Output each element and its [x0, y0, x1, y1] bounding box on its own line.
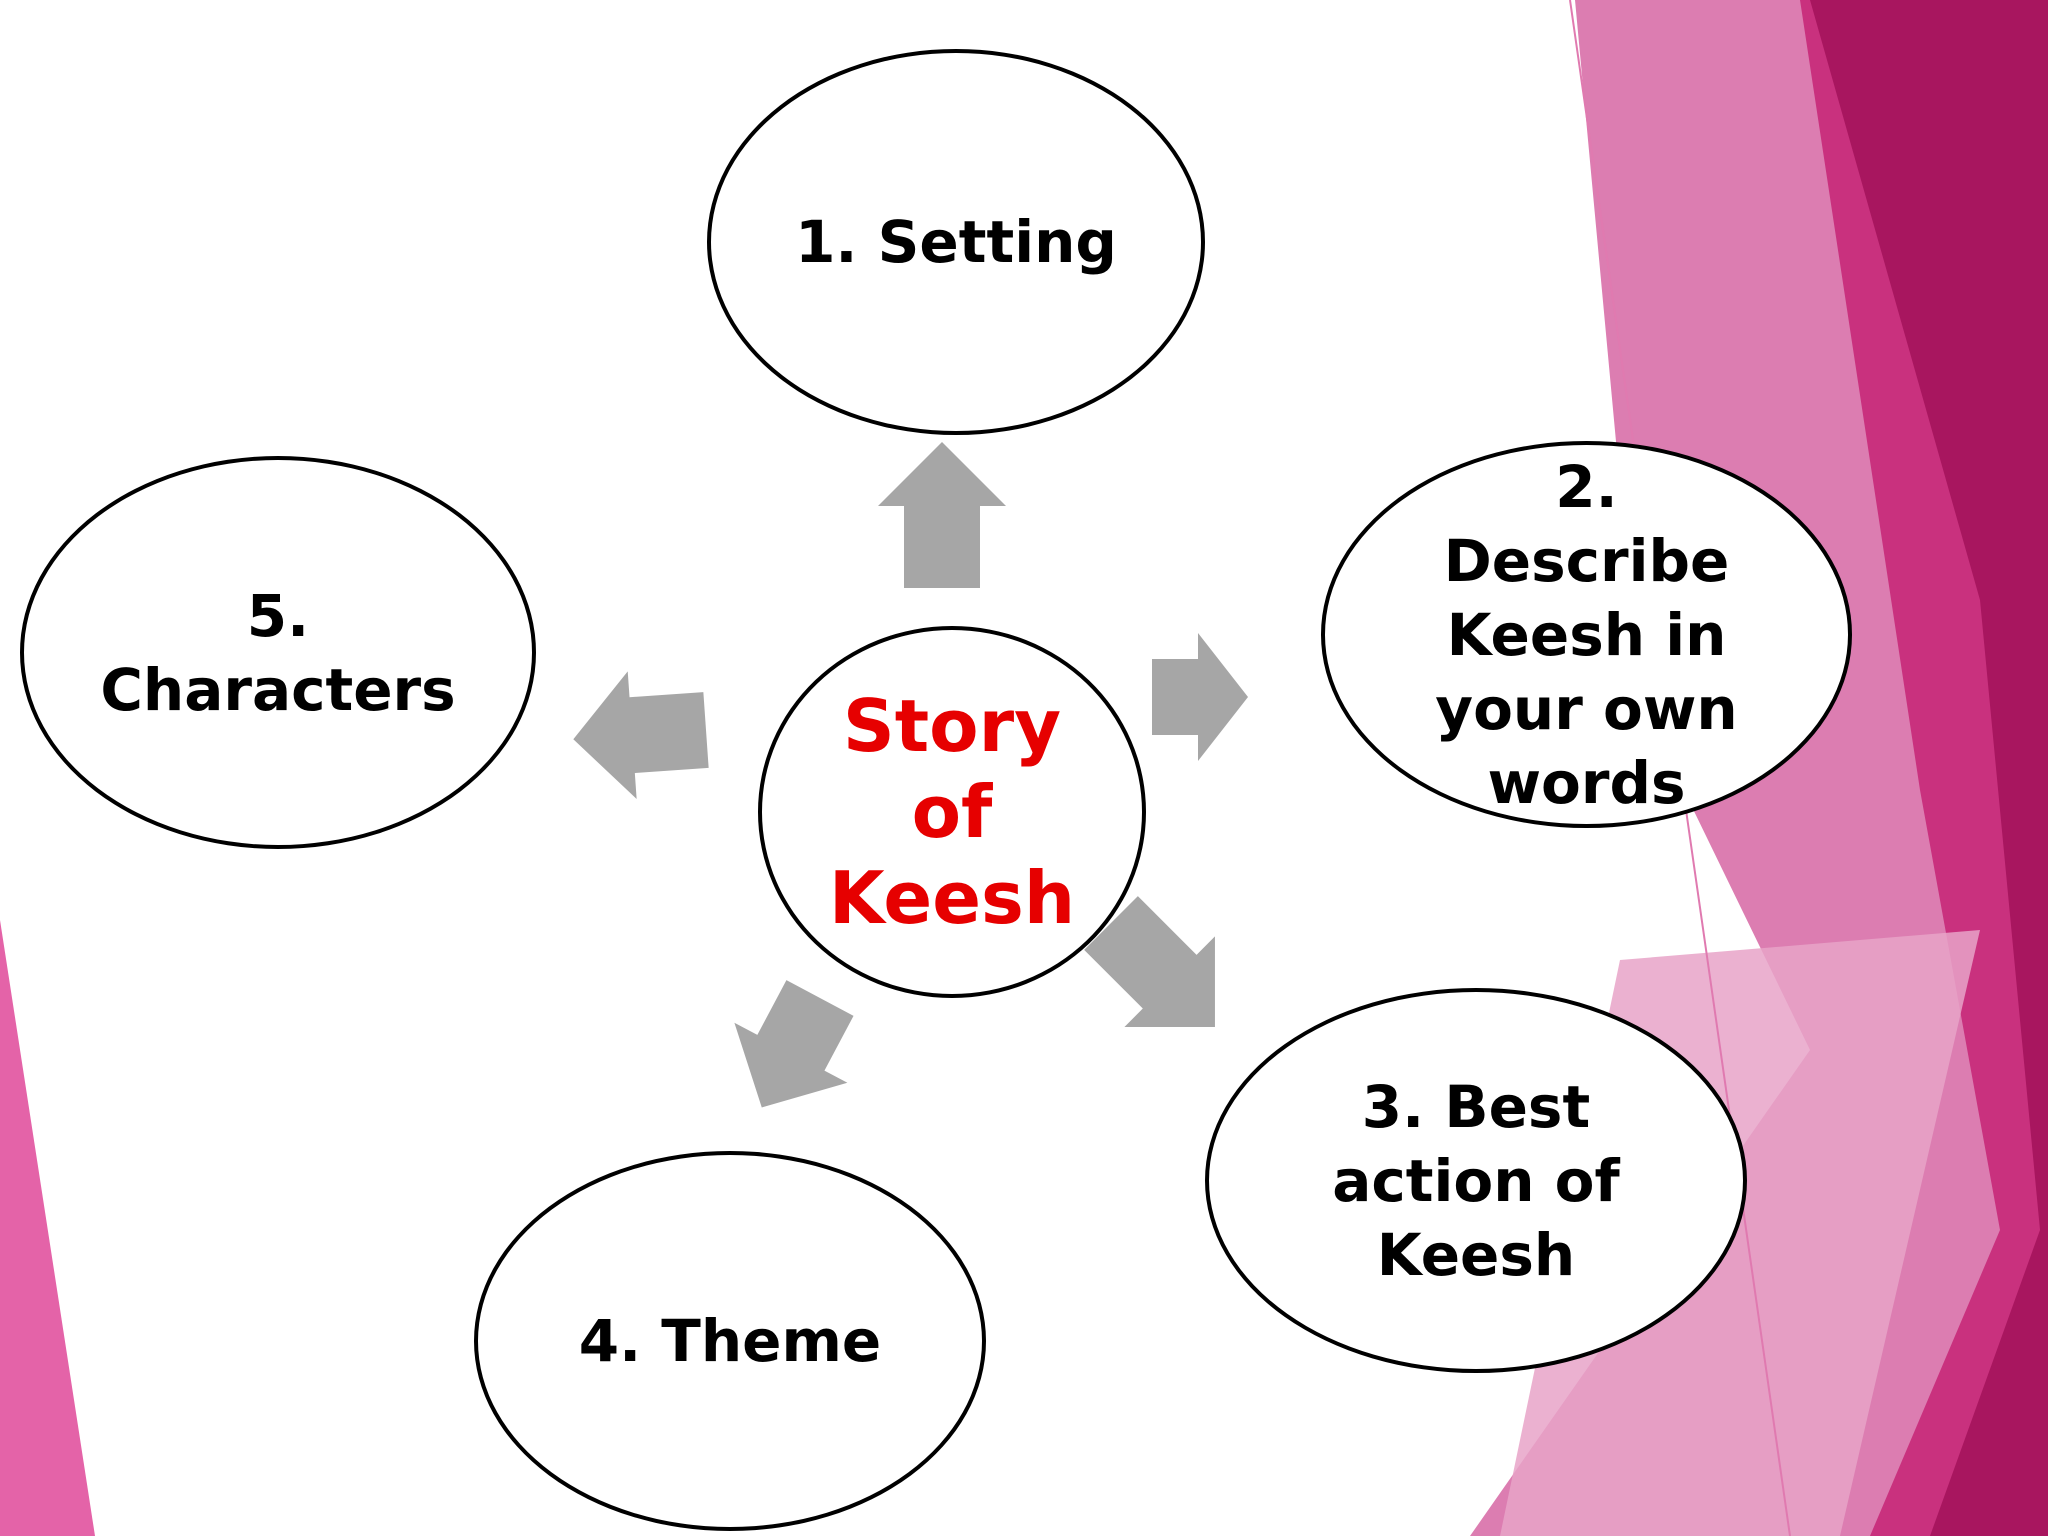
bg-shape-right-dark — [1810, 0, 2048, 1536]
center-node-story-of-keesh: Story of Keesh — [758, 626, 1146, 998]
node-theme-label: 4. Theme — [578, 1307, 882, 1375]
node-best-action: 3. Best action of Keesh — [1205, 988, 1747, 1373]
arrow-to-setting — [878, 442, 1006, 588]
arrow-to-describe — [1152, 633, 1248, 761]
node-characters: 5. Characters — [20, 456, 536, 849]
node-describe-keesh-label: 2. Describe Keesh in your own words — [1435, 452, 1738, 817]
node-setting-label: 1. Setting — [795, 208, 1117, 276]
arrow-to-theme — [734, 980, 854, 1108]
node-best-action-label: 3. Best action of Keesh — [1332, 1072, 1620, 1289]
arrow-to-characters — [573, 671, 709, 800]
node-characters-label: 5. Characters — [100, 581, 456, 724]
arrow-to-best-action — [1084, 896, 1215, 1027]
bg-shape-left-stripe — [0, 920, 95, 1536]
center-node-label: Story of Keesh — [828, 684, 1076, 940]
node-describe-keesh: 2. Describe Keesh in your own words — [1321, 441, 1852, 828]
node-theme: 4. Theme — [474, 1151, 986, 1531]
node-setting: 1. Setting — [707, 49, 1205, 435]
